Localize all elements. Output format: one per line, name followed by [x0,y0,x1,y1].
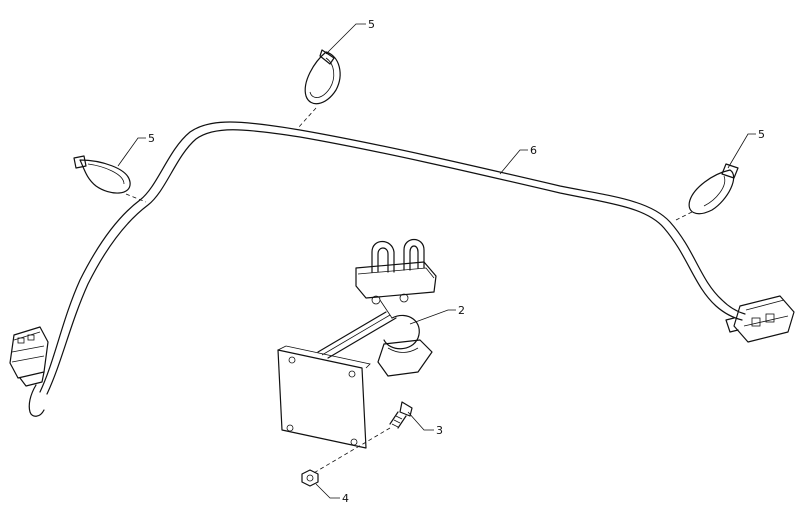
cable-tie-top [297,49,341,129]
bolt [311,401,413,475]
wire-harness [28,121,746,417]
callout-tie-top: 5 [368,18,375,31]
callout-bolt: 3 [436,424,443,437]
nut [301,469,319,487]
callout-tie-left: 5 [148,132,155,145]
cable-tie-right [675,163,739,221]
callout-tie-right: 5 [758,128,765,141]
callout-harness: 6 [530,144,537,157]
callout-bracket: 2 [458,304,465,317]
cable-tie-left [73,155,147,203]
callout-leaders [117,23,756,499]
right-connector [725,295,795,343]
left-connector [9,326,49,387]
callout-nut: 4 [342,492,349,505]
mounting-bracket [277,238,437,449]
